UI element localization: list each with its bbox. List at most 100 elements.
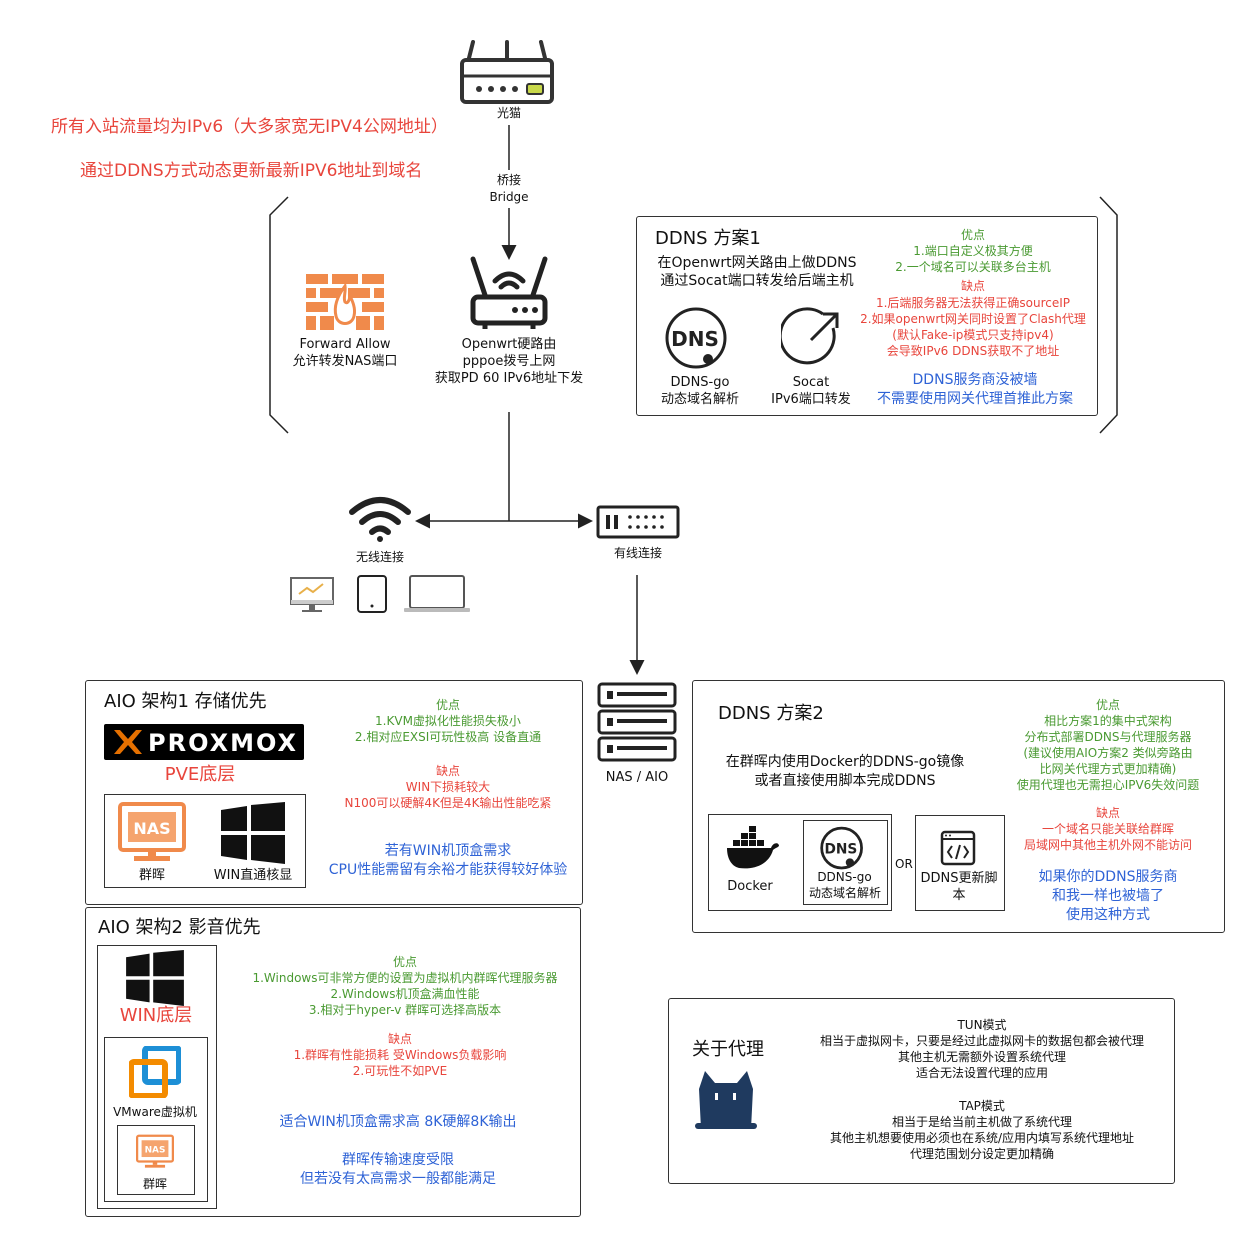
proxmox-logo-text: PROXMOX xyxy=(148,729,299,757)
router-line-3: 获取PD 60 IPv6地址下发 xyxy=(434,371,584,386)
proxy-title: 关于代理 xyxy=(692,1039,764,1060)
ddns-plan2-title: DDNS 方案2 xyxy=(718,703,824,724)
ddns2-cons-2: 局域网中其他主机外网不能访问 xyxy=(1023,838,1192,852)
aio1-win-label: WIN直通核显 xyxy=(213,868,293,883)
script-icon xyxy=(940,830,976,866)
nas-icon: NAS xyxy=(136,1134,174,1168)
aio2-pros-2: 2.Windows机顶盒满血性能 xyxy=(330,987,480,1001)
ddns-plan1-desc-1: 在Openwrt网关路由上做DDNS xyxy=(657,255,857,271)
windows-icon xyxy=(221,802,285,864)
aio2-vm-label: VMware虚拟机 xyxy=(113,1105,197,1119)
ddnsgo-label-2: 动态域名解析 xyxy=(660,392,739,407)
aio2-pros-1: 1.Windows可非常方便的设置为虚拟机内群晖代理服务器 xyxy=(252,971,558,985)
router-icon xyxy=(470,256,548,329)
nas-aio-label: NAS / AIO xyxy=(605,770,669,785)
router-line-2: pppoe拨号上网 xyxy=(462,354,556,369)
dns-icon-text: DNS xyxy=(671,327,719,351)
ddns1-cons-3: (默认Fake-ip模式只支持ipv4) xyxy=(892,328,1054,342)
ddns2-pros-title: 优点 xyxy=(1095,698,1120,712)
ddns2-pros-5: 使用代理也无需担心IPV6失效问题 xyxy=(1016,778,1200,792)
laptop-icon xyxy=(404,575,470,612)
ddns1-note-2: 不需要使用网关代理首推此方案 xyxy=(877,391,1073,407)
socat-icon xyxy=(781,307,839,365)
proxy-line-3: 其他主机无需额外设置系统代理 xyxy=(897,1050,1066,1064)
proxy-line-7: 相当于是给当前主机做了系统代理 xyxy=(891,1115,1072,1129)
ddnsgo-label-1: DDNS-go xyxy=(670,375,730,390)
header-line-1: 所有入站流量均为IPv6（大多家宽无IPV4公网地址） xyxy=(51,117,448,137)
aio1-pros-1: 1.KVM虚拟化性能损失极小 xyxy=(375,714,521,728)
modem-label: 光猫 xyxy=(496,106,521,120)
proxy-line-2: 相当于虚拟网卡，只要是经过此虚拟网卡的数据包都会被代理 xyxy=(819,1034,1144,1048)
bridge-label-2: Bridge xyxy=(489,190,529,204)
socat-label-1: Socat xyxy=(792,375,830,390)
proxmox-x-icon xyxy=(114,730,142,754)
aio1-pros-2: 2.相对应EXSI可玩性极高 设备直通 xyxy=(354,730,542,744)
aio1-nas-label: 群晖 xyxy=(138,868,165,883)
router-line-1: Openwrt硬路由 xyxy=(461,337,557,352)
ddns1-cons-2: 2.如果openwrt网关同时设置了Clash代理 xyxy=(860,312,1086,326)
aio1-box xyxy=(85,680,583,905)
aio2-cons-1: 1.群晖有性能损耗 受Windows负载影响 xyxy=(293,1048,507,1062)
ddns2-ddnsgo-label-2: 动态域名解析 xyxy=(808,886,881,900)
aio2-base: WIN底层 xyxy=(119,1005,193,1026)
dns-icon-text: DNS xyxy=(825,842,858,858)
aio1-cons-2: N100可以硬解4K但是4K输出性能吃紧 xyxy=(344,796,552,810)
ddns2-note-3: 使用这种方式 xyxy=(1066,907,1150,923)
ddns2-script-label-1: DDNS更新脚 xyxy=(920,871,998,886)
ddns1-pros-title: 优点 xyxy=(960,228,985,242)
aio2-note-2a: 群晖传输速度受限 xyxy=(342,1152,454,1168)
wireless-label: 无线连接 xyxy=(355,550,404,564)
ddns2-ddnsgo-label-1: DDNS-go xyxy=(817,870,872,884)
ddns1-cons-1: 1.后端服务器无法获得正确sourceIP xyxy=(875,296,1071,310)
firewall-line-2: 允许转发NAS端口 xyxy=(292,354,398,369)
server-icon xyxy=(597,682,677,762)
dns-icon: DNS xyxy=(665,307,727,369)
cat-icon xyxy=(695,1071,757,1129)
aio1-title: AIO 架构1 存储优先 xyxy=(104,691,267,712)
ddns2-cons-title: 缺点 xyxy=(1095,806,1120,820)
proxy-line-8: 其他主机想要使用必须也在系统/应用内填写系统代理地址 xyxy=(829,1131,1135,1145)
ddns2-note-1: 如果你的DDNS服务商 xyxy=(1038,869,1178,885)
aio1-base: PVE底层 xyxy=(164,764,236,785)
aio2-nas-label: 群晖 xyxy=(142,1177,167,1191)
windows-icon xyxy=(126,950,184,1006)
left-bracket xyxy=(269,196,289,434)
aio1-cons-title: 缺点 xyxy=(435,764,460,778)
nas-icon: NAS xyxy=(118,802,186,861)
aio2-pros-3: 3.相对于hyper-v 群晖可选择高版本 xyxy=(308,1003,502,1017)
aio1-note-1: 若有WIN机顶盒需求 xyxy=(384,843,512,859)
ddns2-script-label-2: 本 xyxy=(952,888,966,903)
firewall-icon xyxy=(306,274,384,330)
ddns1-pros-2: 2.一个域名可以关联多台主机 xyxy=(895,260,1051,274)
right-bracket xyxy=(1099,196,1118,434)
tablet-icon xyxy=(357,575,387,613)
vmware-icon xyxy=(129,1046,181,1098)
proxy-line-1: TUN模式 xyxy=(957,1018,1007,1032)
proxmox-logo: PROXMOX xyxy=(104,724,304,760)
monitor-icon xyxy=(290,577,334,612)
ddns1-cons-4: 会导致IPv6 DDNS获取不了地址 xyxy=(886,344,1060,358)
proxy-line-4: 适合无法设置代理的应用 xyxy=(915,1066,1048,1080)
ddns2-pros-2: 分布式部署DDNS与代理服务器 xyxy=(1024,730,1192,744)
header-line-2: 通过DDNS方式动态更新最新IPV6地址到域名 xyxy=(80,161,423,181)
aio2-pros-title: 优点 xyxy=(392,955,417,969)
firewall-line-1: Forward Allow xyxy=(299,337,391,352)
bridge-label-1: 桥接 xyxy=(496,173,521,187)
ddns2-note-2: 和我一样也被墙了 xyxy=(1052,888,1164,904)
nas-icon-text: NAS xyxy=(145,1146,166,1156)
ddns1-cons-title: 缺点 xyxy=(960,279,985,293)
ddns2-cons-1: 一个域名只能关联给群晖 xyxy=(1041,822,1174,836)
ddns2-pros-3: (建议使用AIO方案2 类似旁路由 xyxy=(1023,746,1193,760)
ddns1-note-1: DDNS服务商没被墙 xyxy=(912,372,1038,388)
aio2-note-2b: 但若没有太高需求一般都能满足 xyxy=(300,1171,496,1187)
aio2-cons-title: 缺点 xyxy=(387,1032,412,1046)
docker-icon xyxy=(727,826,779,869)
aio2-note-1: 适合WIN机顶盒需求高 8K硬解8K输出 xyxy=(279,1114,517,1130)
ddns2-docker-label: Docker xyxy=(727,879,773,894)
ddns-plan2-desc-2: 或者直接使用脚本完成DDNS xyxy=(754,773,936,789)
dns-icon: DNS xyxy=(820,826,863,870)
wired-label: 有线连接 xyxy=(613,546,662,560)
proxy-line-9: 代理范围划分设定更加精确 xyxy=(909,1147,1054,1161)
wifi-icon xyxy=(349,497,411,542)
